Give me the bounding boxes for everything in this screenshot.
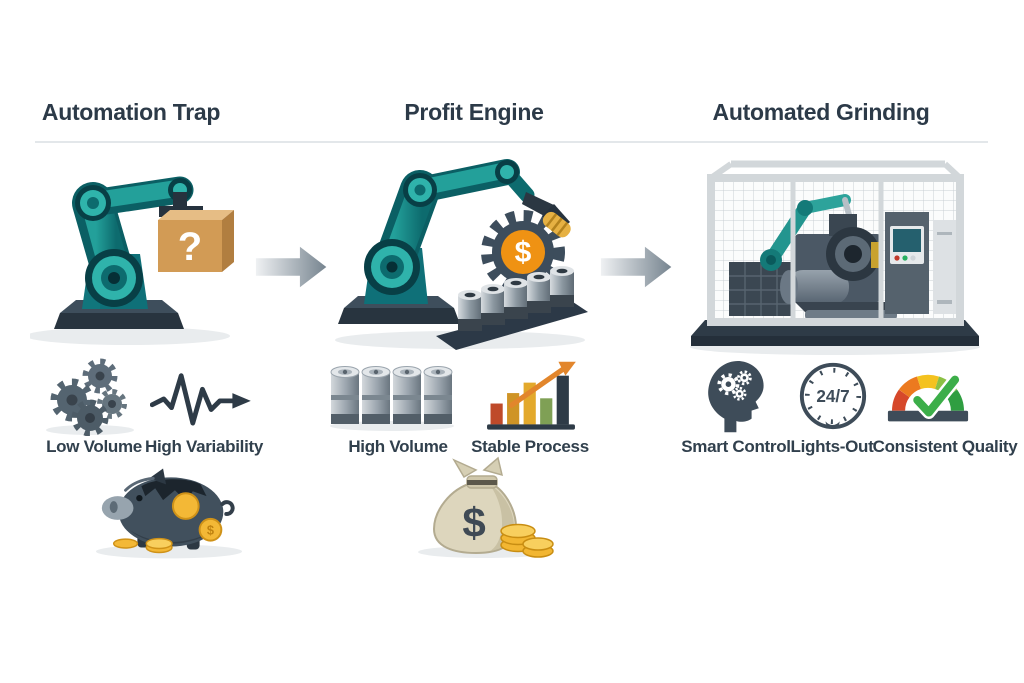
feature-label-consistent-quality: Consistent Quality <box>872 437 1018 456</box>
title-divider-line <box>35 141 988 143</box>
flow-arrow-icon <box>255 246 327 288</box>
clock-24-7-label: 24/7 <box>816 386 849 406</box>
column-title-automation-trap: Automation Trap <box>41 99 221 125</box>
coin-stack <box>500 523 554 558</box>
broken-piggy-bank-icon: $ <box>95 468 243 559</box>
variability-pulse-arrow-icon <box>150 373 251 426</box>
gears-pile-icon <box>46 358 134 436</box>
flow-arrow-icon <box>600 246 672 288</box>
metal-drums-icon <box>330 366 454 431</box>
robot-arm-dollar-gear-illustration: $ <box>335 159 588 350</box>
feature-label-high-volume: High Volume <box>348 437 448 456</box>
mystery-box-question-mark: ? <box>178 225 202 269</box>
feature-label-high-variability: High Variability <box>144 437 264 456</box>
feature-label-lights-out: Lights-Out <box>790 437 874 456</box>
head-with-gears-icon <box>708 360 764 433</box>
column-title-profit-engine: Profit Engine <box>404 99 544 125</box>
caged-grinding-machine-illustration <box>690 160 980 355</box>
money-bag-dollar-symbol: $ <box>462 499 485 546</box>
clock-24-7-icon: 24/7 <box>799 362 867 430</box>
growth-bar-chart-icon <box>487 361 576 430</box>
column-title-automated-grinding: Automated Grinding <box>712 99 930 125</box>
gear-dollar-symbol: $ <box>515 236 532 269</box>
machined-parts-row <box>458 266 574 331</box>
robot-arm-mystery-box-illustration: ? <box>30 176 234 345</box>
quality-gauge-check-icon <box>887 373 969 422</box>
feature-label-low-volume: Low Volume <box>46 437 142 456</box>
drum <box>330 366 453 424</box>
coin-dollar-symbol: $ <box>207 523 214 538</box>
feature-label-smart-control: Smart Control <box>681 437 791 456</box>
money-bag-coins-icon: $ <box>418 456 554 558</box>
feature-label-stable-process: Stable Process <box>471 437 589 456</box>
